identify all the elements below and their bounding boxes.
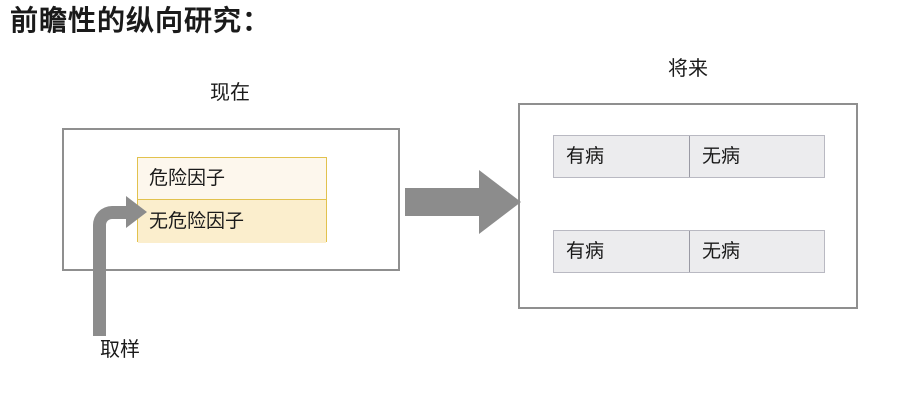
sampling-label: 取样: [100, 339, 140, 361]
outcome-cell-diseased-2-label: 有病: [566, 240, 605, 262]
outcome-table-row-2: 有病 无病: [553, 230, 825, 273]
exposure-group-risk-label: 危险因子: [149, 167, 226, 189]
exposure-group-stack: 危险因子 无危险因子: [137, 157, 327, 243]
exposure-group-no-risk: 无危险因子: [138, 200, 326, 243]
outcome-cell-not-diseased-2-label: 无病: [702, 240, 741, 262]
page-title: 前瞻性的纵向研究：: [10, 6, 272, 37]
outcome-cell-not-diseased-2: 无病: [689, 231, 824, 272]
block-arrow-right-icon: [405, 170, 521, 234]
outcome-cell-diseased-1: 有病: [554, 136, 689, 177]
outcome-cell-not-diseased-1: 无病: [689, 136, 824, 177]
outcome-cell-diseased-1-label: 有病: [566, 145, 605, 167]
outcome-table-row-1: 有病 无病: [553, 135, 825, 178]
outcome-cell-not-diseased-1-label: 无病: [702, 145, 741, 167]
caption-future: 将来: [668, 58, 708, 80]
future-panel: [518, 103, 858, 309]
exposure-group-risk: 危险因子: [138, 158, 326, 200]
outcome-cell-diseased-2: 有病: [554, 231, 689, 272]
exposure-group-no-risk-label: 无危险因子: [149, 210, 245, 232]
caption-present: 现在: [210, 82, 250, 104]
